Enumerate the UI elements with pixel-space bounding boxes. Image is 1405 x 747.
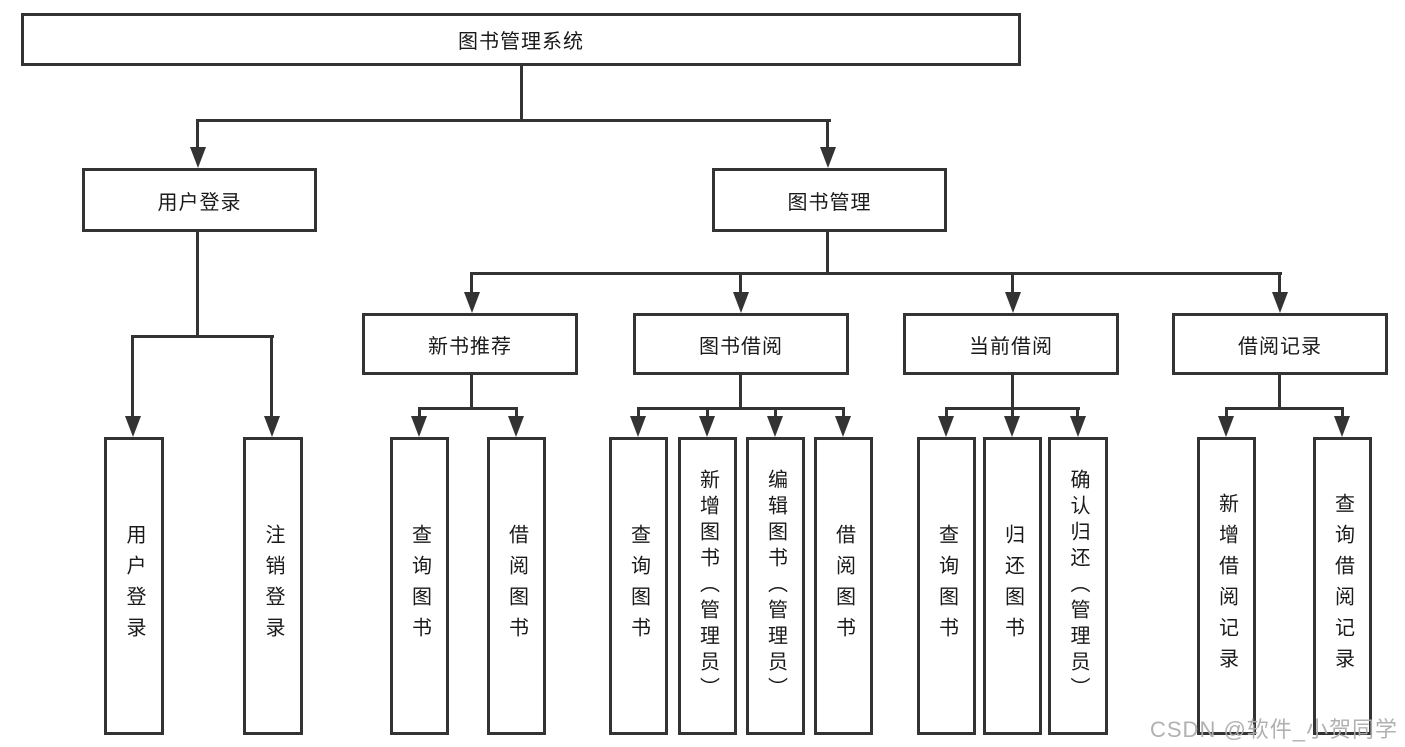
connector-line: [637, 407, 640, 419]
arrow-down-icon: [938, 416, 954, 437]
arrow-down-icon: [820, 147, 836, 168]
node-current-borrow: 当前借阅: [903, 313, 1119, 375]
node-label: 新书推荐: [428, 335, 512, 358]
node-label: 图书管理: [787, 191, 872, 214]
leaf-borrow-books-recommend: 借阅图书: [487, 437, 546, 735]
connector-line: [520, 66, 523, 122]
leaf-label: 查询图书: [408, 524, 431, 648]
leaf-label: 借阅图书: [832, 524, 855, 648]
leaf-label: 归还图书: [1001, 524, 1024, 648]
connector-line: [270, 335, 273, 419]
connector-line: [739, 375, 742, 410]
connector-line: [1225, 407, 1228, 419]
connector-line: [515, 407, 518, 419]
leaf-label: 编辑图书（管理员）: [764, 469, 787, 703]
connector-line: [196, 232, 199, 338]
leaf-borrow-book: 借阅图书: [814, 437, 873, 735]
arrow-down-icon: [699, 416, 715, 437]
connector-line: [470, 375, 473, 410]
arrow-down-icon: [125, 416, 141, 437]
leaf-label: 新增借阅记录: [1215, 493, 1238, 679]
watermark: CSDN @软件_小贺同学: [1150, 717, 1399, 742]
connector-line: [196, 119, 199, 149]
connector-line: [1011, 272, 1014, 294]
node-label: 图书借阅: [699, 335, 783, 358]
arrow-down-icon: [1070, 416, 1086, 437]
connector-line: [418, 407, 421, 419]
connector-line: [1076, 407, 1079, 419]
leaf-edit-book-admin: 编辑图书（管理员）: [746, 437, 805, 735]
node-new-book-recommend: 新书推荐: [362, 313, 578, 375]
leaf-label: 新增图书（管理员）: [696, 469, 719, 703]
connector-line: [470, 272, 1282, 275]
leaf-query-books-borrow: 查询图书: [609, 437, 668, 735]
arrow-down-icon: [508, 416, 524, 437]
leaf-label: 确认归还（管理员）: [1067, 469, 1089, 703]
leaf-add-book-admin: 新增图书（管理员）: [678, 437, 737, 735]
arrow-down-icon: [411, 416, 427, 437]
connector-line: [196, 119, 831, 122]
node-user-login: 用户登录: [82, 168, 317, 232]
connector-line: [131, 335, 274, 338]
leaf-confirm-return-admin: 确认归还（管理员）: [1048, 437, 1108, 735]
leaf-add-borrow-record: 新增借阅记录: [1197, 437, 1256, 735]
leaf-label: 用户登录: [123, 524, 145, 648]
arrow-down-icon: [733, 292, 749, 313]
connector-line: [826, 232, 829, 275]
leaf-label: 查询借阅记录: [1331, 493, 1354, 679]
arrow-down-icon: [835, 416, 851, 437]
node-book-management: 图书管理: [712, 168, 947, 232]
arrow-down-icon: [1004, 416, 1020, 437]
arrow-down-icon: [630, 416, 646, 437]
arrow-down-icon: [1218, 416, 1234, 437]
leaf-label: 查询图书: [627, 524, 650, 648]
node-label: 当前借阅: [969, 335, 1053, 358]
arrow-down-icon: [1272, 292, 1288, 313]
arrow-down-icon: [767, 416, 783, 437]
leaf-logout: 注销登录: [243, 437, 303, 735]
connector-line: [470, 272, 473, 294]
node-label: 用户登录: [157, 191, 242, 214]
leaf-user-login: 用户登录: [104, 437, 164, 735]
arrow-down-icon: [190, 147, 206, 168]
arrow-down-icon: [464, 292, 480, 313]
connector-line: [739, 272, 742, 294]
connector-line: [1011, 375, 1014, 410]
connector-line: [945, 407, 948, 419]
connector-line: [1278, 272, 1281, 294]
leaf-label: 注销登录: [262, 524, 284, 648]
connector-line: [637, 407, 845, 410]
connector-line: [418, 407, 518, 410]
arrow-down-icon: [264, 416, 280, 437]
leaf-return-book: 归还图书: [983, 437, 1042, 735]
node-label: 借阅记录: [1238, 335, 1322, 358]
node-borrow-records: 借阅记录: [1172, 313, 1388, 375]
connector-line: [826, 119, 829, 149]
leaf-label: 借阅图书: [505, 524, 528, 648]
arrow-down-icon: [1334, 416, 1350, 437]
connector-line: [706, 407, 709, 419]
connector-line: [842, 407, 845, 419]
node-label: 图书管理系统: [458, 31, 584, 53]
node-library-system: 图书管理系统: [21, 13, 1021, 66]
leaf-query-books-current: 查询图书: [917, 437, 976, 735]
connector-line: [1011, 407, 1014, 419]
node-book-borrow: 图书借阅: [633, 313, 849, 375]
leaf-query-books-recommend: 查询图书: [390, 437, 449, 735]
connector-line: [1278, 375, 1281, 410]
connector-line: [131, 335, 134, 419]
connector-line: [774, 407, 777, 419]
leaf-label: 查询图书: [935, 524, 958, 648]
leaf-query-borrow-record: 查询借阅记录: [1313, 437, 1372, 735]
arrow-down-icon: [1005, 292, 1021, 313]
connector-line: [1341, 407, 1344, 419]
connector-line: [1225, 407, 1344, 410]
